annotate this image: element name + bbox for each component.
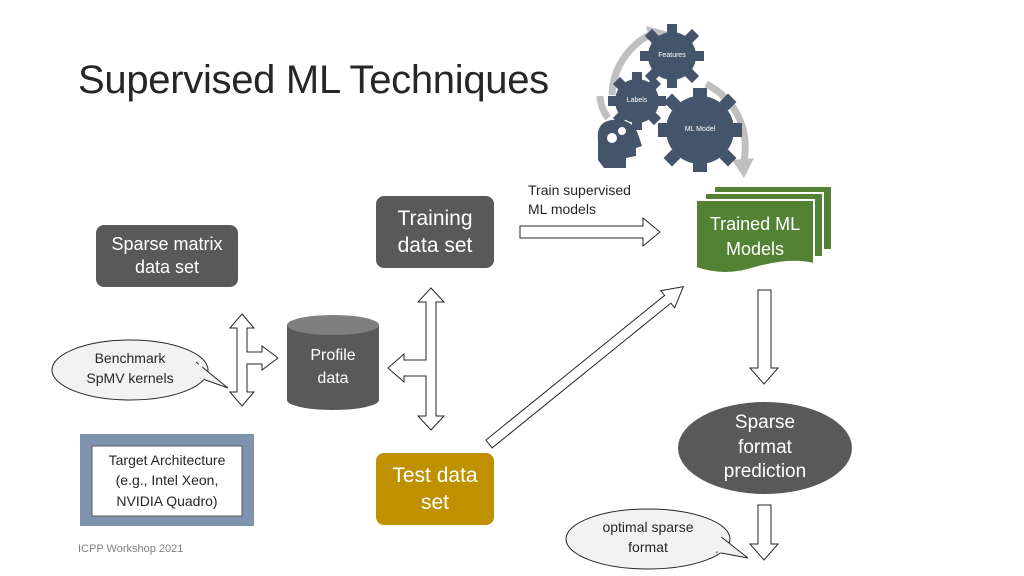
arrow-prediction-to-optimal [748, 504, 780, 561]
training-data-box: Training data set [376, 196, 494, 268]
arrow-left-junction [228, 313, 279, 407]
gear-labels-label: Labels [626, 97, 648, 104]
arrow-test-to-models [485, 286, 685, 449]
sparse-matrix-box: Sparse matrix data set [96, 225, 238, 287]
callout-optimal-shape [565, 508, 749, 570]
arrow-train-to-models [519, 216, 661, 248]
callout-benchmark-shape [51, 339, 229, 401]
test-data-box: Test data set [376, 453, 494, 525]
gear-labels-icon [608, 72, 666, 130]
arrow-center-junction [387, 287, 446, 431]
target-arch-text: Target Architecture (e.g., Intel Xeon, N… [108, 452, 226, 509]
head-gears-icon [597, 119, 642, 168]
gear-features-icon [640, 24, 704, 88]
gear-ml-model-label: ML Model [684, 126, 716, 133]
benchmark-callout-text: Benchmark SpMV kernels [86, 350, 174, 386]
prediction-ellipse: Sparse format prediction [678, 402, 852, 494]
cycle-arc-left [596, 95, 611, 121]
profile-data-cylinder [287, 315, 379, 410]
gear-features-label: Features [658, 52, 686, 59]
cycle-arc-right-head [732, 158, 754, 178]
optimal-callout-text: optimal sparse format [602, 519, 694, 555]
footer-text: ICPP Workshop 2021 [78, 543, 184, 555]
train-models-annotation: Train supervised ML models [528, 182, 631, 217]
trained-models-label: Trained ML Models [709, 214, 801, 260]
arrow-models-to-prediction [748, 289, 780, 385]
gear-ml-model-icon [658, 88, 742, 172]
cycle-arc-right [704, 80, 749, 170]
slide-title: Supervised ML Techniques [78, 58, 549, 102]
trained-models-shape [695, 185, 833, 274]
profile-data-label: Profile data [310, 347, 356, 388]
